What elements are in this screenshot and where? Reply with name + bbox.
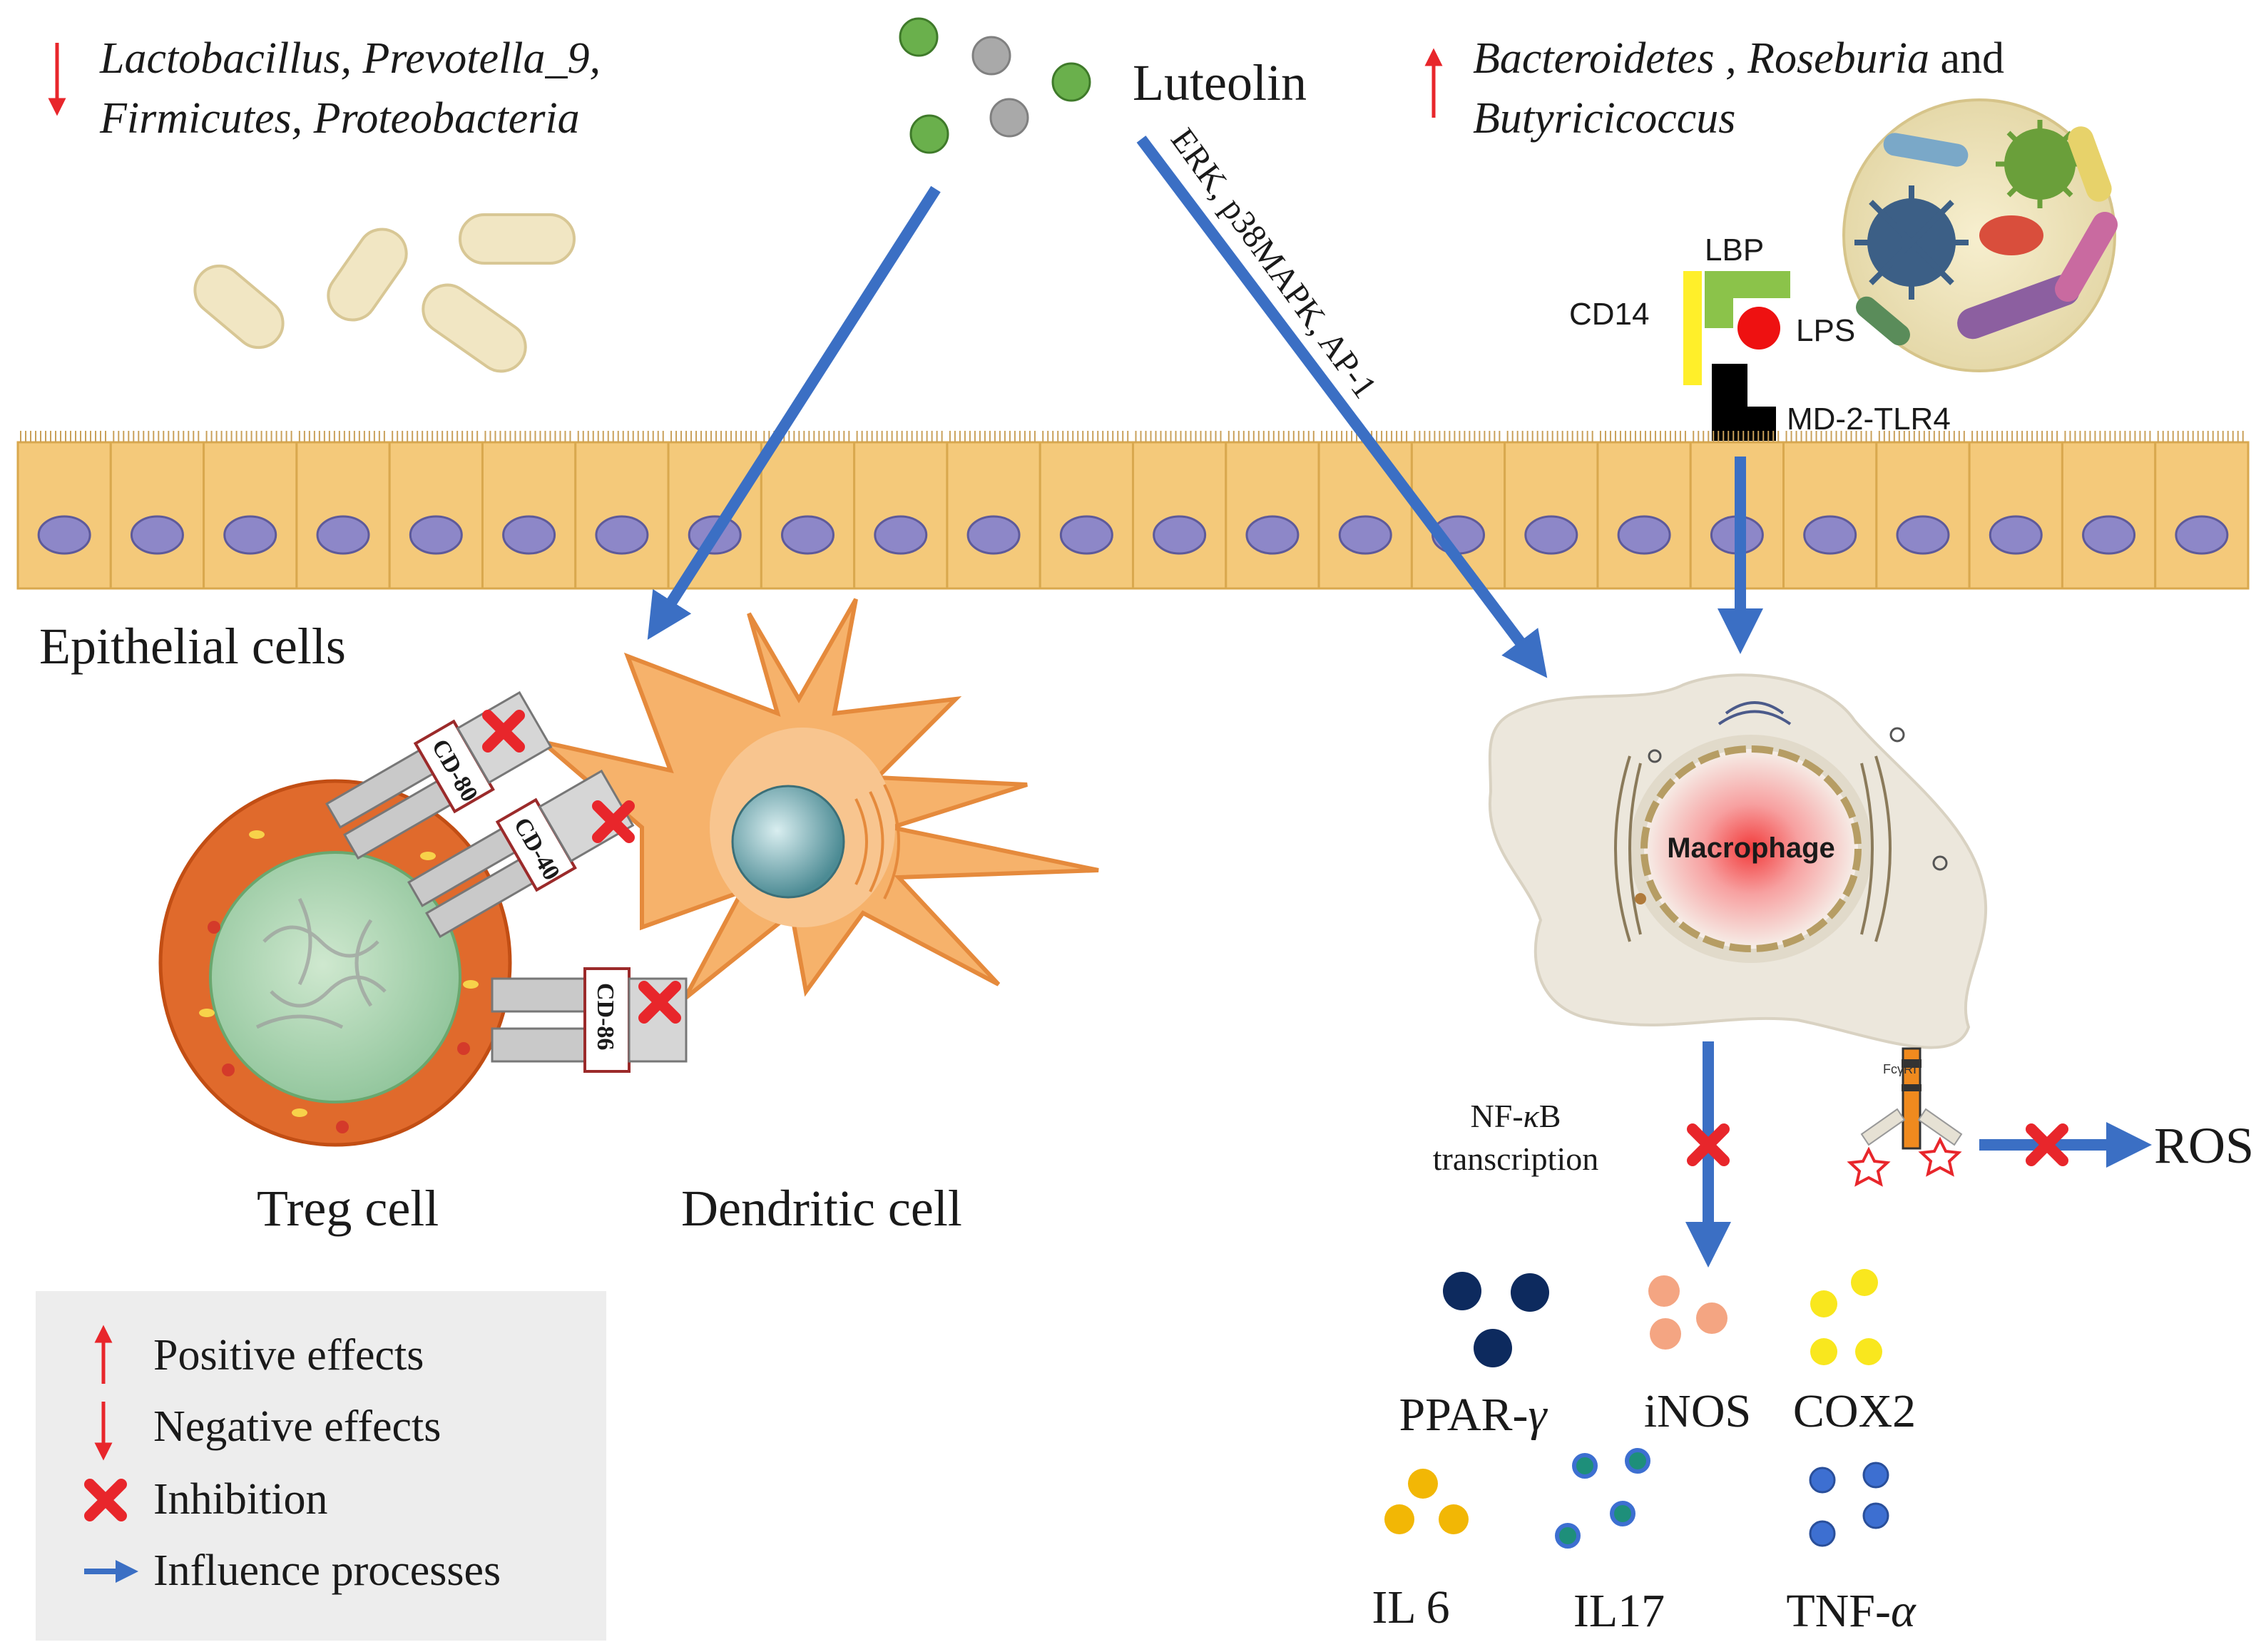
cd14-receptor [1683,271,1702,385]
epithelial-nucleus [1896,515,1950,555]
epithelial-cell [760,441,856,590]
epithelial-cell [1596,441,1692,590]
epithelial-nucleus [1059,515,1113,555]
dendritic-cell-label: Dendritic cell [681,1180,962,1237]
fc-receptor-label: FcγRI [1883,1062,1917,1076]
decreased-bacteria-annotation: Lactobacillus, Prevotella_9, Firmicutes,… [48,34,601,143]
epithelial-cell [2154,441,2250,590]
legend: Positive effects Negative effects Inhibi… [36,1291,606,1641]
ppar-gamma-label: PPAR-γ [1399,1389,1548,1441]
lps-molecule [1737,307,1780,350]
epithelial-nucleus [780,515,835,555]
epithelial-cell [1317,441,1413,590]
treg-cell [158,779,512,1147]
tnf-alpha-label: TNF-α [1786,1585,1917,1637]
decreased-bacteria-line2: Firmicutes, Proteobacteria [99,94,580,143]
macrophage-label: Macrophage [1667,832,1835,864]
legend-positive-label: Positive effects [153,1331,424,1380]
dendritic-cell [541,598,1099,1001]
luteolin-molecules-icon [899,17,1091,154]
legend-influence-label: Influence processes [153,1546,501,1595]
epithelial-nucleus [1524,515,1578,555]
epithelial-cell [295,441,391,590]
epithelial-nucleus [595,515,649,555]
cd14-label: CD14 [1569,297,1650,332]
cox2-label: COX2 [1793,1385,1916,1437]
il17-label: IL17 [1573,1585,1665,1637]
bacteria-pill-icon [193,213,576,373]
increased-bacteria-and: and [1929,34,2004,83]
increased-bacteria-line2: Butyricicoccus [1473,94,1735,143]
gut-microbiota-icon [1842,98,2118,372]
tnf-dots-icon [1809,1462,1889,1547]
epithelial-nucleus [966,515,1021,555]
md2-tlr4-label: MD-2-TLR4 [1787,402,1951,437]
cd86-label: CD-86 [592,983,618,1050]
epithelial-nucleus [2082,515,2136,555]
erk-pathway-label: ERK, p38MAPK, AP-1 [1163,121,1384,405]
lps-label: LPS [1796,313,1855,348]
epithelial-nucleus [1989,515,2043,555]
arrow-luteolin-to-treg [647,185,941,640]
epithelial-cell [1038,441,1135,590]
epithelial-nucleus [2175,515,2229,555]
epithelial-cell [1875,441,1971,590]
epithelial-cell [1968,441,2063,590]
epithelial-cell [1132,441,1228,590]
il17-dots-icon [1555,1448,1650,1549]
epithelial-nucleus [37,515,91,555]
il6-label: IL 6 [1372,1581,1449,1633]
epithelial-nucleus [1803,515,1857,555]
costim-receptor-cd40: CD-40 [407,769,635,939]
il6-dots-icon [1384,1469,1469,1534]
inos-label: iNOS [1644,1385,1751,1437]
arrow-luteolin-to-macrophage [1136,136,1548,678]
decreased-bacteria-line1: Lactobacillus, Prevotella_9, [99,34,601,83]
receptor-complex: LBP CD14 LPS MD-2-TLR4 [1569,233,1951,441]
costim-receptor-cd86: CD-86 [491,967,688,1073]
epithelial-nucleus [409,515,463,555]
nfkb-transcription-label: transcription [1433,1141,1599,1177]
epithelial-cell [203,441,298,590]
fc-receptor-icon: FcγRI [1847,1047,1963,1187]
increased-bacteria-line1: Bacteroidetes , Roseburia [1473,34,1929,83]
epithelial-cell [481,441,577,590]
luteolin-label: Luteolin [1133,54,1307,111]
epithelial-nucleus [223,515,277,555]
epithelial-nucleus [502,515,556,555]
nfkb-label: NF-κB [1471,1098,1561,1134]
legend-inhibition-label: Inhibition [153,1475,328,1524]
epithelial-cell [853,441,949,590]
epithelial-nucleus [1153,515,1207,555]
treg-cell-label: Treg cell [257,1180,439,1237]
epithelial-nucleus [1245,515,1300,555]
epithelial-layer [16,431,2250,590]
cox2-dots-icon [1810,1269,1882,1365]
epithelial-cells-label: Epithelial cells [39,618,346,675]
epithelial-nucleus [130,515,184,555]
epithelial-nucleus [1338,515,1392,555]
increased-bacteria-annotation: Bacteroidetes , Roseburia and Butyricico… [1424,34,2004,143]
epithelial-cell [574,441,670,590]
epithelial-nucleus [874,515,928,555]
ros-label: ROS [2154,1117,2254,1174]
lbp-label: LBP [1705,233,1764,267]
legend-negative-label: Negative effects [153,1402,441,1451]
lbp-protein [1705,271,1790,328]
svg-text:Bacteroidetes , Roseburia and: Bacteroidetes , Roseburia and [1473,34,2004,83]
macrophage-cell: Macrophage [1488,673,1988,1049]
epithelial-nucleus [316,515,370,555]
ppar-dots-icon [1443,1272,1549,1367]
md2-tlr4-receptor [1712,364,1776,441]
epithelial-nucleus [1617,515,1671,555]
inos-dots-icon [1648,1275,1727,1350]
